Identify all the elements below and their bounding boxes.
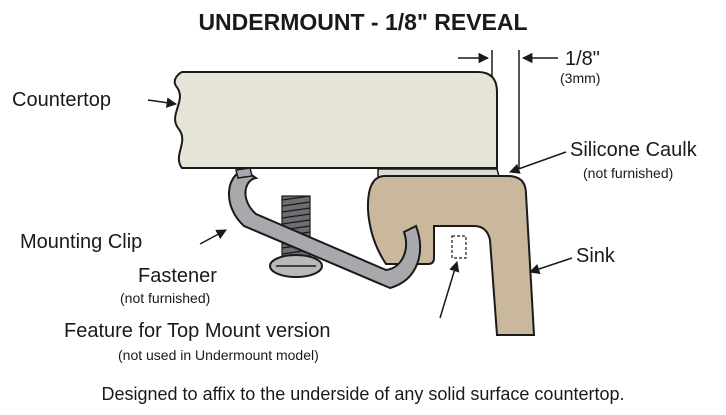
silicone-leader [509, 151, 567, 174]
feature-label: Feature for Top Mount version [64, 320, 330, 342]
feature-note: (not used in Undermount model) [118, 347, 319, 363]
mounting-clip-label: Mounting Clip [20, 231, 142, 253]
countertop-shape [173, 71, 498, 169]
sink-label: Sink [576, 245, 616, 267]
fastener-label: Fastener [138, 265, 217, 287]
diagram-caption: Designed to affix to the underside of an… [102, 384, 625, 404]
clip-leader [199, 229, 227, 245]
fastener-note: (not furnished) [120, 290, 210, 306]
silicone-caulk-label: Silicone Caulk [570, 139, 698, 161]
dim-value-label: 1/8" [565, 48, 600, 70]
dim-metric-label: (3mm) [560, 70, 600, 86]
silicone-caulk-note: (not furnished) [583, 165, 673, 181]
sink-leader [529, 257, 573, 274]
diagram-title: UNDERMOUNT - 1/8" REVEAL [198, 9, 527, 35]
sink-shape [366, 175, 536, 336]
countertop-leader [147, 97, 178, 108]
top-mount-feature [451, 235, 467, 259]
feature-leader [439, 260, 460, 319]
clip-tab [235, 167, 253, 179]
countertop-label: Countertop [12, 89, 111, 111]
mounting-clip-shape [228, 168, 422, 290]
